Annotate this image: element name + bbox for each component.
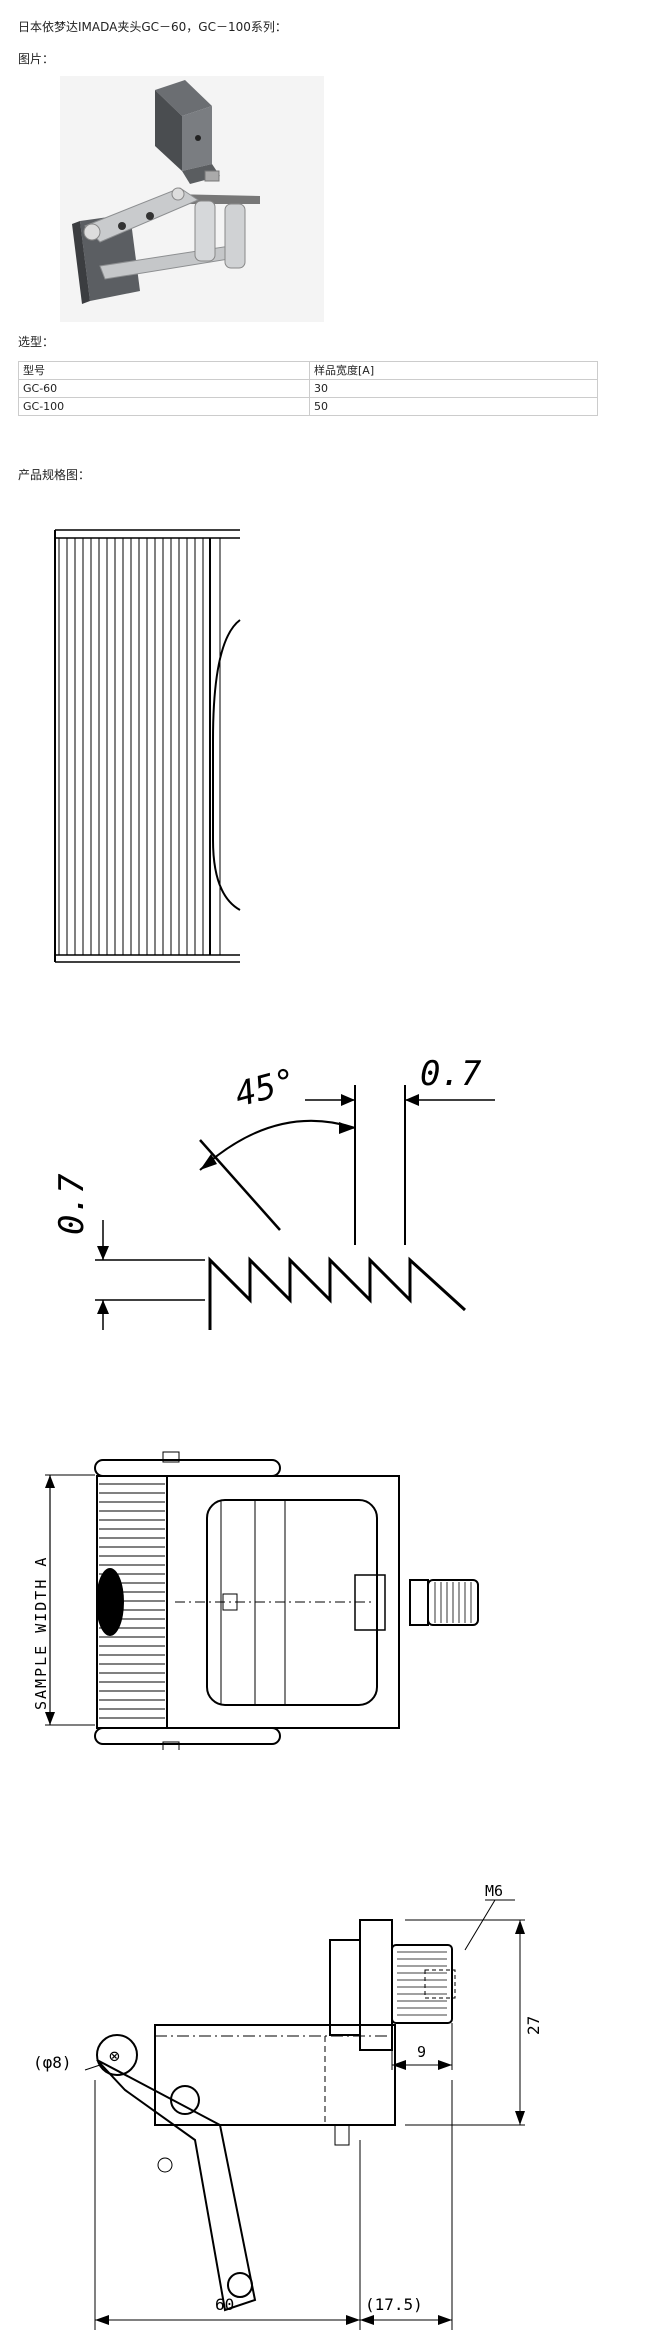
serration-detail-drawing: 45° 0.7 0.7 — [52, 1054, 495, 1330]
jaw-face-drawing — [45, 490, 255, 1010]
table-cell: GC-60 — [18, 379, 310, 398]
table-cell: 50 — [309, 397, 598, 416]
picture-label: 图片： — [18, 52, 55, 66]
thread-label: M6 — [485, 1882, 503, 1900]
table-row: GC-60 30 — [18, 379, 598, 398]
hole-label: (φ8) — [33, 2053, 72, 2072]
sample-width-label: SAMPLE WIDTH A — [32, 1556, 50, 1710]
table-cell: 30 — [309, 379, 598, 398]
top-view-drawing: SAMPLE WIDTH A — [32, 1451, 479, 1750]
selection-label: 选型： — [18, 335, 55, 349]
pivot-cross-icon: ⊗ — [109, 2046, 120, 2067]
depth-label: 0.7 — [52, 1173, 92, 1235]
offset-dimension: (17.5) — [365, 2295, 423, 2314]
height-dimension: 27 — [524, 2016, 543, 2035]
column-header-model: 型号 — [18, 361, 310, 380]
selection-table: 型号 样品宽度[A] GC-60 30 GC-100 50 — [18, 361, 598, 416]
angle-label: 45° — [231, 1061, 301, 1116]
table-header-row: 型号 样品宽度[A] — [18, 361, 598, 380]
page-title: 日本依梦达IMADA夹头GC－60，GC－100系列： — [18, 20, 287, 34]
table-row: GC-100 50 — [18, 397, 598, 416]
pitch-label: 0.7 — [420, 1054, 482, 1094]
column-header-sample-width: 样品宽度[A] — [309, 361, 598, 380]
side-view-drawing: M6 ⊗ (φ8) 27 9 60 (17.5) — [33, 1882, 543, 2330]
length-dimension: 60 — [215, 2295, 234, 2314]
thread-length-dimension: 9 — [417, 2043, 426, 2061]
spec-label: 产品规格图： — [18, 468, 91, 482]
table-cell: GC-100 — [18, 397, 310, 416]
product-photo — [60, 76, 324, 322]
